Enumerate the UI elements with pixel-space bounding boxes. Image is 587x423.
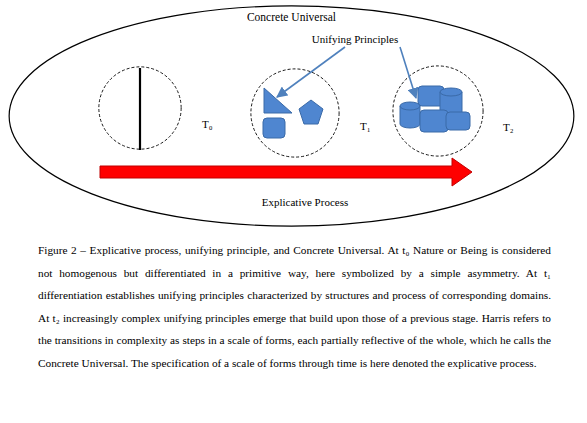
- stage-circle: T₂: [392, 65, 484, 157]
- process-arrow: [100, 158, 472, 186]
- stage-label: T₂: [503, 121, 514, 133]
- stage-label: T₁: [360, 120, 371, 132]
- cylinder-top: [440, 88, 462, 96]
- universal-ellipse: T₀ T₁ T₂ Concrete Universal: [8, 5, 575, 227]
- dashed-circle: [251, 69, 339, 157]
- pointer-arrow: [400, 47, 416, 98]
- cylinder-body: [400, 106, 420, 128]
- triangle-shape: [264, 88, 292, 113]
- cylinder-body: [440, 92, 462, 118]
- pointer-arrow: [277, 47, 345, 97]
- rounded-box: [446, 112, 470, 130]
- process-label: Explicative Process: [245, 196, 365, 208]
- cylinder-top: [400, 102, 420, 110]
- dashed-circle: [99, 67, 181, 149]
- ellipse-outline: [9, 6, 574, 226]
- node-outline: [8, 5, 575, 227]
- callout-label: Unifying Principles: [295, 33, 415, 45]
- node-outline: [250, 68, 340, 158]
- figure-caption: Figure 2 – Explicative process, unifying…: [38, 239, 551, 375]
- rounded-box: [420, 110, 448, 132]
- rounded-box: [418, 86, 444, 106]
- simple-shapes: [263, 88, 323, 138]
- stage-circle: T₀: [98, 66, 182, 150]
- node-outline: [392, 65, 484, 157]
- rounded-square: [263, 118, 285, 138]
- pentagon-shape: [299, 100, 323, 124]
- dashed-circle: [393, 66, 483, 156]
- heading-text: Concrete Universal: [247, 11, 336, 23]
- complex-shapes: [400, 86, 470, 132]
- stage-label: T₀: [202, 118, 213, 130]
- stage-circle: T₁: [250, 68, 340, 158]
- node-outline: [98, 66, 182, 150]
- asymmetry-line: [139, 68, 141, 150]
